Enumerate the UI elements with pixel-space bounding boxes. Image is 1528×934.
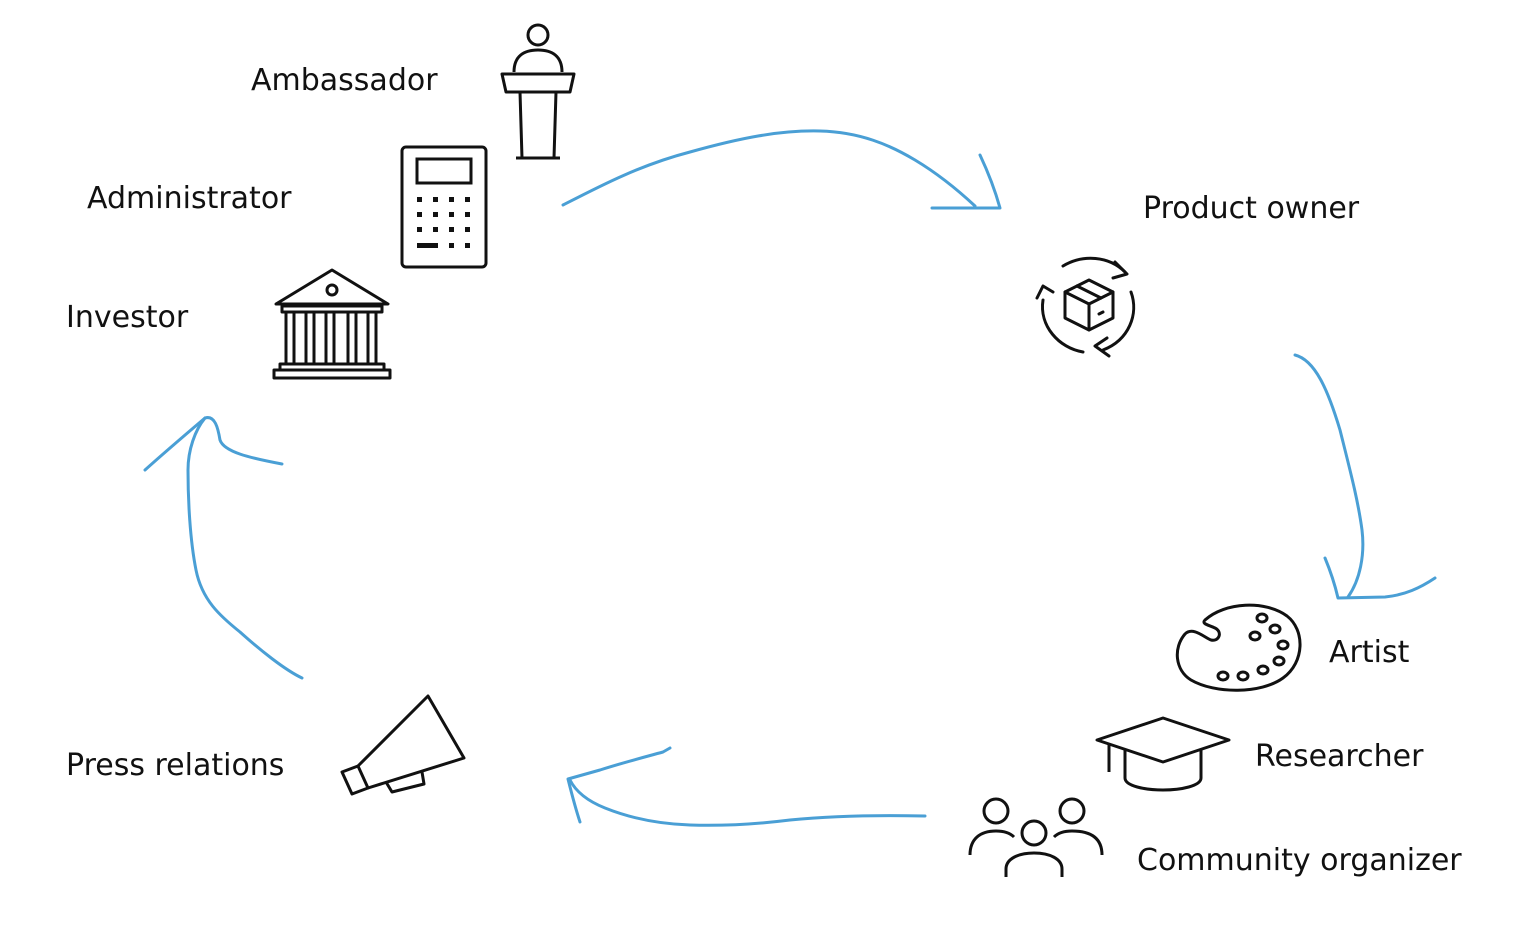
role-label-investor: Investor: [66, 300, 189, 335]
arrow-bottom-head: [566, 746, 672, 824]
megaphone-icon: [340, 694, 466, 796]
arrow-left: [186, 416, 304, 680]
role-label-administrator: Administrator: [87, 181, 292, 216]
arrow-bottom: [568, 778, 927, 827]
role-label-press-relations: Press relations: [66, 748, 285, 783]
role-label-researcher: Researcher: [1255, 739, 1424, 774]
arrow-left-head: [143, 416, 284, 472]
arrow-right-head: [1323, 556, 1437, 600]
role-label-community-organizer: Community organizer: [1137, 843, 1462, 878]
arrow-right: [1293, 353, 1365, 599]
calculator-icon: [400, 145, 488, 269]
podium-speaker-icon: [500, 23, 576, 160]
role-label-artist: Artist: [1329, 635, 1410, 670]
paint-palette-icon: [1175, 603, 1302, 692]
graduation-cap-icon: [1095, 716, 1231, 792]
arrow-top: [561, 129, 977, 208]
bank-building-icon: [272, 268, 392, 380]
role-label-product-owner: Product owner: [1143, 191, 1360, 226]
people-group-icon: [968, 797, 1104, 877]
role-label-ambassador: Ambassador: [251, 63, 438, 98]
product-cycle-box-icon: [1035, 256, 1136, 358]
arrow-top-head: [930, 153, 1002, 210]
